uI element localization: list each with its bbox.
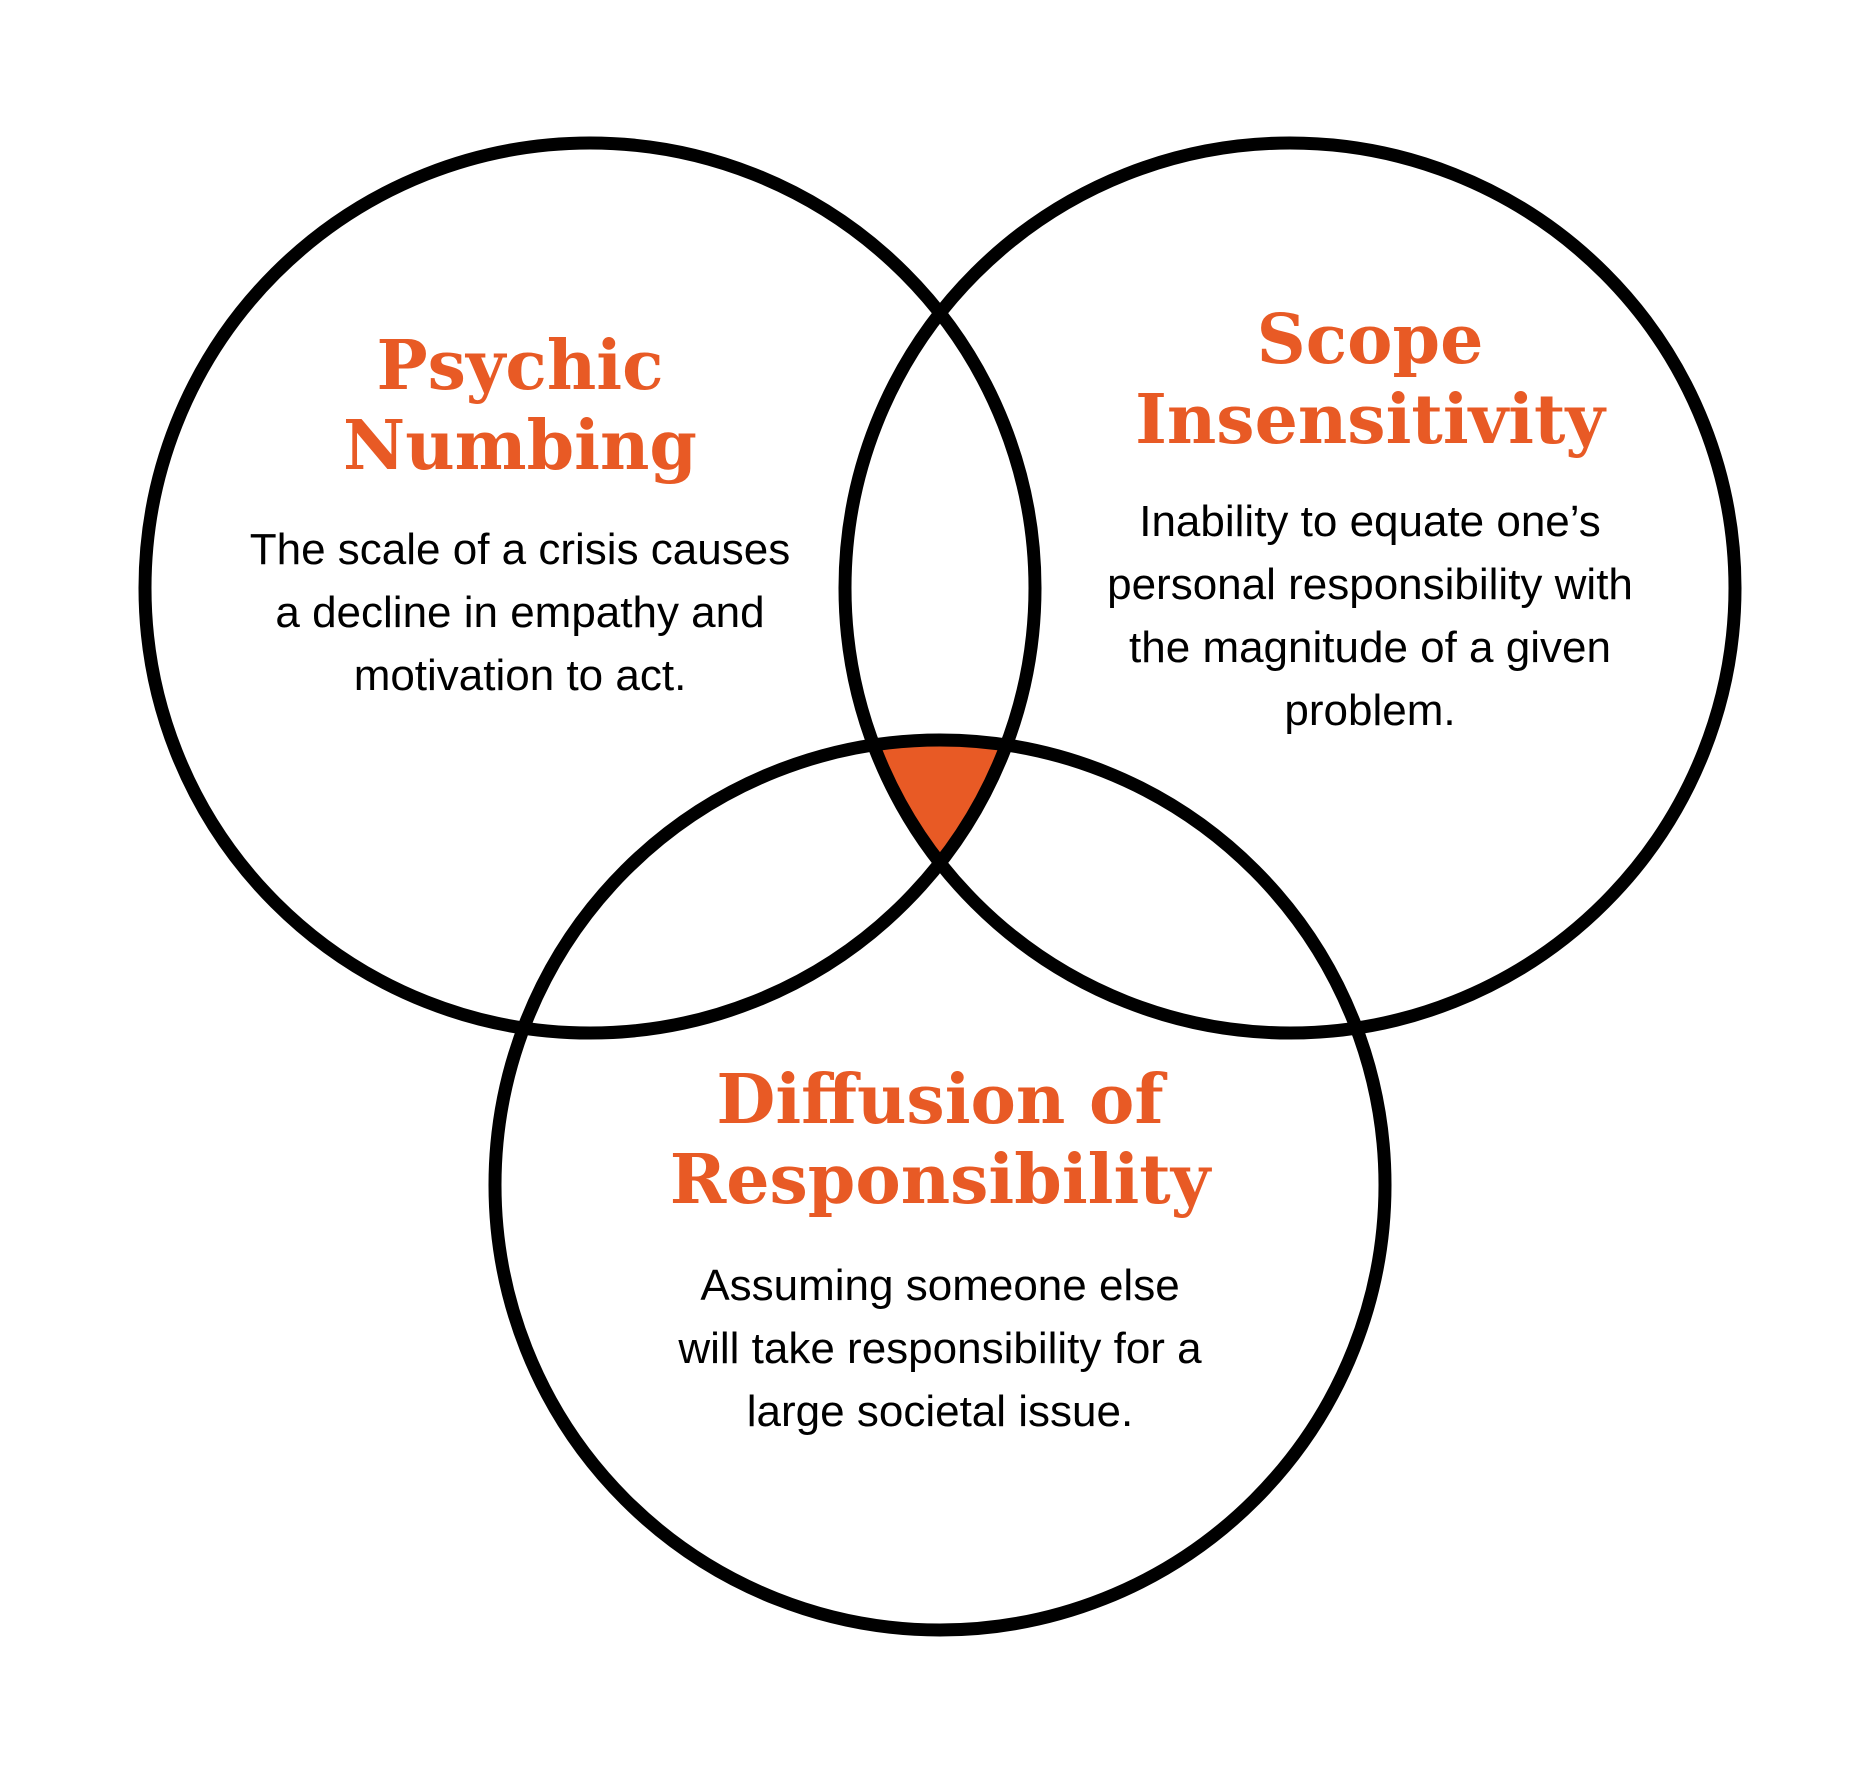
scope-insensitivity-circle <box>838 136 1742 1040</box>
title-line: Psychic <box>376 326 664 406</box>
diffusion-of-responsibility-circle <box>488 733 1392 1637</box>
psychic-numbing-title: Psychic Numbing <box>180 326 860 486</box>
scope-insensitivity-description: Inability to equate one’s personal respo… <box>1010 490 1730 742</box>
description-line: the magnitude of a given <box>1129 623 1611 672</box>
diffusion-of-responsibility-description: Assuming someone else will take responsi… <box>580 1254 1300 1443</box>
scope-insensitivity-label: Scope Insensitivity Inability to equate … <box>1010 300 1730 742</box>
description-line: motivation to act. <box>353 651 687 700</box>
title-line: Diffusion of <box>716 1060 1164 1140</box>
description-line: Assuming someone else <box>700 1261 1180 1310</box>
title-line: Responsibility <box>669 1140 1211 1220</box>
description-line: The scale of a crisis causes <box>249 525 791 574</box>
scope-insensitivity-title: Scope Insensitivity <box>1010 300 1730 460</box>
description-line: Inability to equate one’s <box>1139 497 1601 546</box>
psychic-numbing-label: Psychic Numbing The scale of a crisis ca… <box>180 326 860 707</box>
description-line: personal responsibility with <box>1107 560 1633 609</box>
description-line: large societal issue. <box>746 1387 1134 1436</box>
description-line: will take responsibility for a <box>678 1324 1202 1373</box>
psychic-numbing-description: The scale of a crisis causes a decline i… <box>180 518 860 707</box>
description-line: problem. <box>1284 686 1456 735</box>
description-line: a decline in empathy and <box>275 588 765 637</box>
diffusion-of-responsibility-title: Diffusion of Responsibility <box>580 1060 1300 1220</box>
diffusion-of-responsibility-label: Diffusion of Responsibility Assuming som… <box>580 1060 1300 1443</box>
title-line: Scope <box>1256 300 1484 380</box>
title-line: Insensitivity <box>1135 380 1605 460</box>
title-line: Numbing <box>343 406 697 486</box>
psychic-numbing-circle <box>138 136 1042 1040</box>
